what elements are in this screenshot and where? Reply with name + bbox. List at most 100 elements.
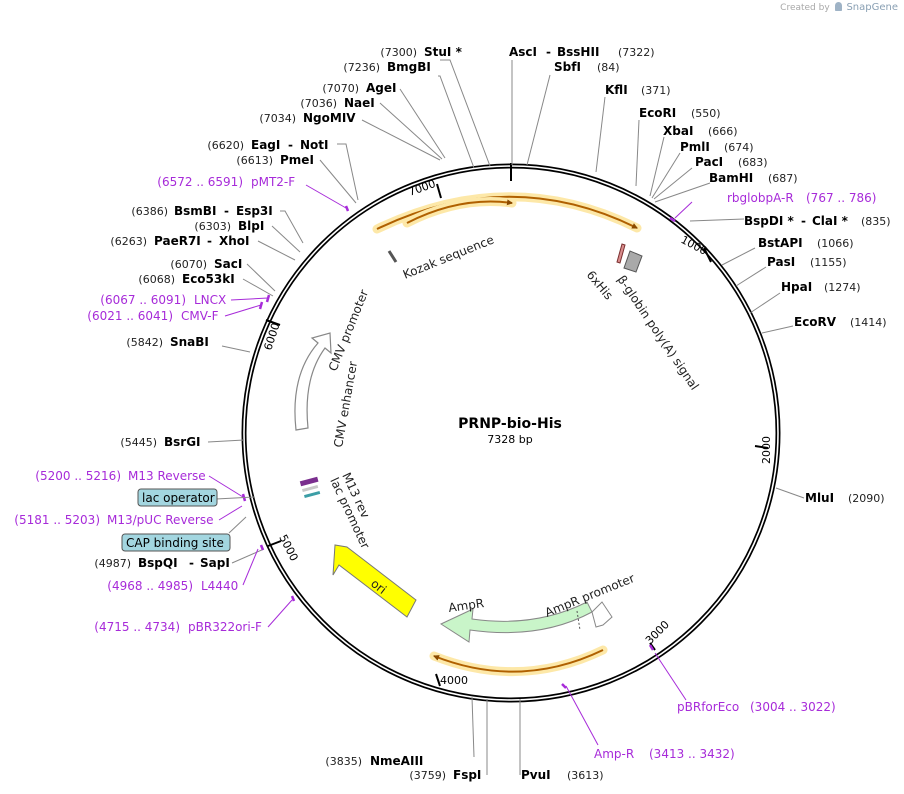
ampr-primer-pos: (3413 .. 3432): [649, 747, 735, 761]
bspqi-label: BspQI: [138, 556, 178, 570]
agei-pos: (7070): [322, 82, 359, 95]
esp3i-label: Esp3I: [236, 204, 273, 218]
mlui-pos: (2090): [848, 492, 885, 505]
asci-pos: (7322): [618, 46, 655, 59]
paer7i-sep: -: [207, 234, 212, 248]
lac-features: [299, 476, 321, 499]
bsmbi-pos: (6386): [131, 205, 168, 218]
cmv-arrow: [294, 332, 332, 431]
lncx-label: LNCX: [194, 293, 226, 307]
snabi-label: SnaBI: [170, 335, 209, 349]
eagi-label: EagI: [251, 138, 280, 152]
bamhi-label: BamHI: [709, 171, 753, 185]
bsmbi-label: BsmBI: [174, 204, 216, 218]
xbai-pos: (666): [708, 125, 738, 138]
l4440-label: L4440: [201, 579, 238, 593]
bmgbi-label: BmgBI: [387, 60, 431, 74]
asci-sep: -: [546, 45, 551, 59]
m13puc-label: M13/pUC Reverse: [107, 513, 214, 527]
cap-site-leader: [228, 516, 247, 534]
bstapi-label: BstAPI: [758, 236, 803, 250]
hpai-pos: (1274): [824, 281, 861, 294]
nmeaiii-label: NmeAIII: [370, 754, 423, 768]
blpi-label: BlpI: [238, 219, 264, 233]
tick-7000: 7000: [407, 177, 438, 199]
orf-arc-inner: [402, 197, 517, 228]
bspdi-label: BspDI *: [744, 214, 794, 228]
lac-operator-label: lac operator: [142, 491, 215, 505]
m13rev-label: M13 Reverse: [128, 469, 206, 483]
pbr322ori-label: pBR322ori-F: [188, 620, 262, 634]
ampr-promoter-arrow: [591, 601, 613, 628]
paer7i-pos: (6263): [110, 235, 147, 248]
paci-pos: (683): [738, 156, 768, 169]
cmv-enhancer-label: CMV enhancer: [331, 360, 360, 448]
pmei-pos: (6613): [236, 154, 273, 167]
saci-pos: (6070): [170, 258, 207, 271]
bspqi-pos: (4987): [94, 557, 131, 570]
paer7i-label: PaeR7I: [154, 234, 201, 248]
pbrforeco-pos: (3004 .. 3022): [750, 700, 836, 714]
plasmid-name: PRNP-bio-His: [458, 416, 562, 432]
bsrgi-pos: (5445): [120, 436, 157, 449]
tick-2000: 2000: [760, 436, 773, 464]
cmvf-pos: (6021 .. 6041): [87, 309, 173, 323]
mlui-label: MluI: [805, 491, 834, 505]
clai-label: ClaI *: [812, 214, 849, 228]
m13puc-pos: (5181 .. 5203): [14, 513, 100, 527]
ecori-label: EcoRI: [639, 106, 676, 120]
eagi-sep: -: [288, 138, 293, 152]
m13rev-pos: (5200 .. 5216): [35, 469, 121, 483]
pmei-label: PmeI: [280, 153, 314, 167]
enzyme-labels-left: (7300) StuI * (7236) BmgBI (7070) AgeI (…: [94, 45, 603, 782]
cmv-promoter-label: CMV promoter: [326, 288, 371, 373]
lncx-pos: (6067 .. 6091): [100, 293, 186, 307]
tick-3000: 3000: [643, 618, 672, 647]
fspi-label: FspI: [453, 768, 481, 782]
ngomiv-pos: (7034): [259, 112, 296, 125]
globin-polya-mark: [623, 250, 643, 273]
globin-label: β-globin poly(A) signal: [615, 273, 702, 393]
ampr-primer-label: Amp-R: [594, 747, 634, 761]
bsmbi-sep: -: [224, 204, 229, 218]
naei-label: NaeI: [344, 96, 375, 110]
ampr-arrow: [439, 601, 593, 643]
pbrforeco-label: pBRforEco: [677, 700, 739, 714]
ecorv-pos: (1414): [850, 316, 887, 329]
eco53ki-label: Eco53kI: [182, 272, 235, 286]
eagi-pos: (6620): [207, 139, 244, 152]
scale-ticks: [265, 163, 769, 687]
rbglobpa-label: rbglobpA-R: [727, 191, 794, 205]
pmli-pos: (674): [724, 141, 754, 154]
cmvf-label: CMV-F: [181, 309, 219, 323]
snabi-pos: (5842): [126, 336, 163, 349]
kozak-label: Kozak sequence: [401, 233, 496, 282]
nmeaiii-pos: (3835): [325, 755, 362, 768]
primer-marks: [241, 205, 676, 689]
pmli-label: PmlI: [680, 140, 710, 154]
primer-labels: (6572 .. 6591) pMT2-F (6067 .. 6091) LNC…: [14, 175, 876, 761]
saci-label: SacI: [214, 257, 242, 271]
primer-leaders: [208, 184, 693, 746]
xhoi-label: XhoI: [219, 234, 250, 248]
ecori-pos: (550): [691, 107, 721, 120]
his-label: 6xHis: [584, 268, 616, 303]
pasi-pos: (1155): [810, 256, 847, 269]
pmt2f-pos: (6572 .. 6591): [157, 175, 243, 189]
enzyme-labels-right: AscI - BssHII (7322) SbfI (84) KflI (371…: [509, 45, 891, 505]
stui-label: StuI *: [424, 45, 463, 59]
fspi-pos: (3759): [409, 769, 446, 782]
orf-arc-outer: [372, 192, 642, 234]
bsshii-label: BssHII: [557, 45, 599, 59]
ampr-boundary: [576, 610, 581, 631]
enzyme-leaders: [207, 59, 805, 775]
lac-operator-box: lac operator: [137, 488, 218, 507]
asci-label: AscI: [509, 45, 537, 59]
cap-site-box: CAP binding site: [121, 533, 231, 552]
pasi-label: PasI: [767, 255, 795, 269]
tick-4000: 4000: [440, 674, 468, 687]
agei-label: AgeI: [366, 81, 396, 95]
pvui-label: PvuI: [521, 768, 551, 782]
paci-label: PacI: [695, 155, 723, 169]
